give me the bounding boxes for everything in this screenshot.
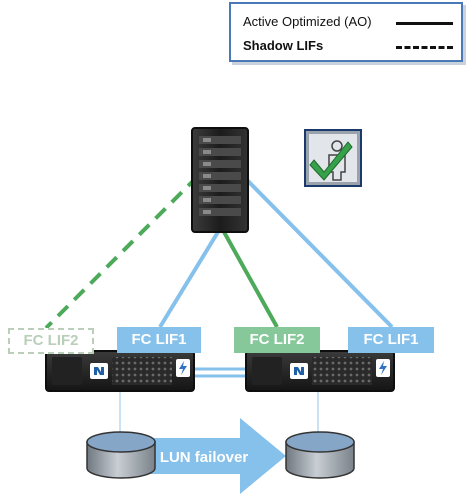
legend-solid-line [396,22,453,25]
server-rack-icon [191,127,249,233]
storage-controller-icon [45,350,195,392]
storage-controller-icon-right [245,350,395,392]
legend-shadow-label: Shadow LIFs [243,38,324,53]
shadow-path-line [44,174,200,330]
lif1-left-tag: FC LIF1 [117,327,201,353]
lun-failover-label: LUN failover [159,449,249,466]
ao-path-line-lif1-right [245,178,394,329]
user-check-icon [304,129,362,187]
ao-path-line-lif1-left [158,230,220,329]
connection-lines [44,174,394,440]
disk-cylinder-icon [86,431,156,479]
lif2-tag: FC LIF2 [234,327,320,353]
lif1-right-tag: FC LIF1 [348,327,434,353]
legend-ao-label: Active Optimized (AO) [243,14,372,29]
disk-cylinder-icon-right [285,431,355,479]
legend-dashed-line [396,46,453,49]
ao-path-line-lif2 [222,231,279,328]
shadow-lif2-tag: FC LIF2 [8,328,94,354]
lun-failover-arrow [130,418,286,494]
legend: Active Optimized (AO) Shadow LIFs [229,2,463,62]
